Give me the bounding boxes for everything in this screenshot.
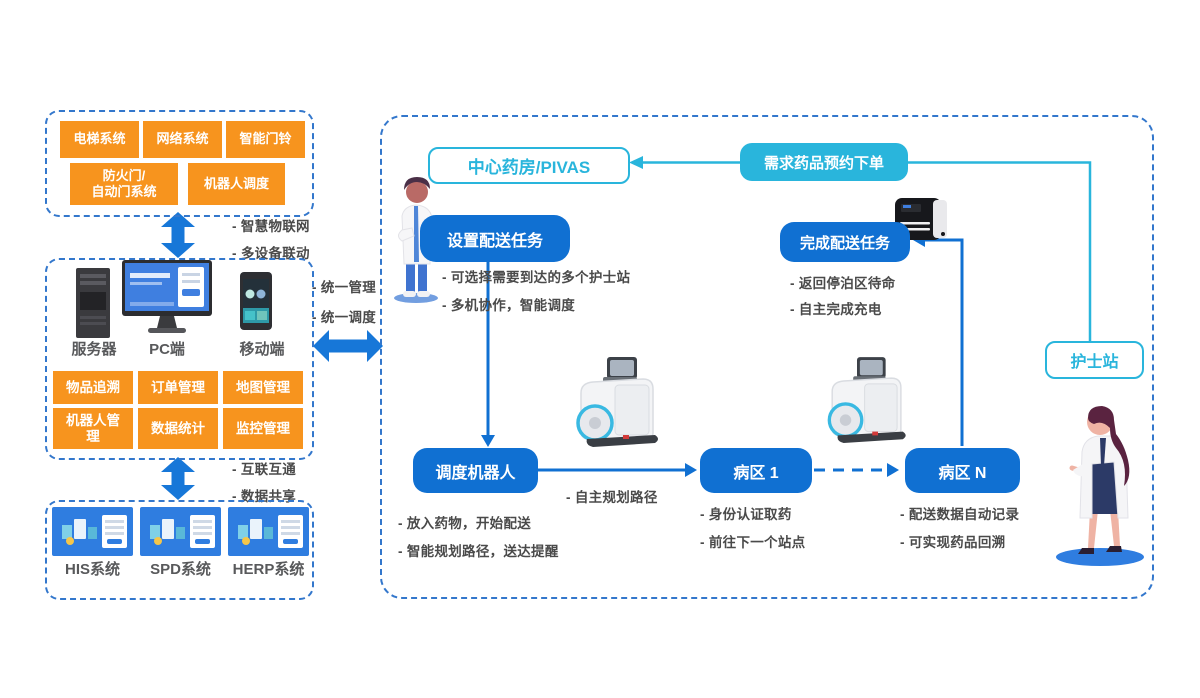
- set-task-note: - 多机协作，智能调度: [442, 298, 576, 313]
- spd-system-thumbnail: [140, 507, 221, 556]
- finish-task-button: 完成配送任务: [780, 222, 910, 262]
- platform-module-label: 物品追溯: [66, 379, 120, 395]
- iot-device-label: 机器人调度: [203, 175, 269, 191]
- pharmacy-label: 中心药房/PIVAS: [467, 158, 591, 177]
- iot-note: - 智慧物联网: [232, 219, 310, 234]
- iot-device-chip: 电梯系统: [60, 121, 139, 158]
- platform-module-label: 地图管理: [236, 379, 290, 395]
- ward-1-note: - 前往下一个站点: [700, 535, 806, 550]
- double-arrow-platform-flow: [313, 330, 383, 362]
- dispatch-note: - 智能规划路径，送达提醒: [398, 544, 559, 559]
- iot-device-chip: 防火门/ 自动门系统: [70, 163, 178, 205]
- hospital-systems-box: [45, 500, 314, 600]
- platform-module: 订单管理: [138, 371, 218, 404]
- platform-note: - 统一调度: [312, 310, 377, 325]
- platform-module: 数据统计: [138, 408, 218, 449]
- server-icon: [76, 268, 110, 338]
- nurse-station-label: 护士站: [1070, 354, 1119, 371]
- terminal-label: 服务器: [71, 341, 117, 358]
- platform-module-label: 监控管理: [236, 420, 290, 436]
- iot-device-chip: 网络系统: [143, 121, 222, 158]
- pc-monitor-icon: [122, 260, 212, 333]
- ward-n-label: 病区 N: [938, 464, 987, 482]
- ward-n-note: - 可实现药品回溯: [900, 535, 1006, 550]
- share-note: - 互联互通: [232, 462, 297, 477]
- double-arrow-iot-platform: [161, 212, 195, 258]
- platform-note: - 统一管理: [312, 280, 377, 295]
- double-arrow-platform-systems: [161, 457, 195, 500]
- finish-task-note: - 自主完成充电: [790, 302, 882, 317]
- set-task-button: 设置配送任务: [420, 215, 570, 262]
- platform-module: 物品追溯: [53, 371, 133, 404]
- ward-n-button: 病区 N: [905, 448, 1020, 493]
- iot-device-chip: 机器人调度: [188, 163, 285, 205]
- system-label: HERP系统: [232, 561, 305, 578]
- delivery-flow-box: [380, 115, 1154, 599]
- pharmacy-node: 中心药房/PIVAS: [428, 147, 630, 184]
- terminal-label: 移动端: [239, 341, 285, 358]
- platform-module: 地图管理: [223, 371, 303, 404]
- order-button: 需求药品预约下单: [740, 143, 908, 181]
- set-task-label: 设置配送任务: [446, 232, 543, 250]
- dispatch-robot-button: 调度机器人: [413, 448, 538, 493]
- iot-devices-box: [45, 110, 314, 217]
- his-system-thumbnail: [52, 507, 133, 556]
- dispatch-note: - 放入药物，开始配送: [398, 516, 532, 531]
- ward-1-button: 病区 1: [700, 448, 812, 493]
- platform-module-label: 机器人管理: [66, 412, 120, 444]
- delivery-robot-icon: [827, 357, 906, 444]
- iot-device-chip: 智能门铃: [226, 121, 305, 158]
- system-label: SPD系统: [150, 561, 211, 578]
- finish-task-label: 完成配送任务: [799, 234, 890, 252]
- platform-box: [45, 258, 314, 460]
- finish-task-note: - 返回停泊区待命: [790, 276, 896, 291]
- nurse-illustration: [1056, 406, 1144, 566]
- platform-module: 监控管理: [223, 408, 303, 449]
- iot-device-label: 电梯系统: [73, 131, 126, 147]
- delivery-robot-icon: [576, 357, 658, 447]
- ward-n-note: - 配送数据自动记录: [900, 507, 1020, 522]
- iot-note: - 多设备联动: [232, 246, 310, 261]
- ward-1-note: - 身份认证取药: [700, 507, 792, 522]
- nurse-station-node: 护士站: [1045, 341, 1144, 379]
- route-note: - 自主规划路径: [566, 490, 658, 505]
- herp-system-thumbnail: [228, 507, 309, 556]
- iot-device-label: 防火门/ 自动门系统: [91, 167, 157, 199]
- set-task-note: - 可选择需要到达的多个护士站: [442, 270, 631, 285]
- platform-module-label: 数据统计: [151, 420, 205, 436]
- tablet-icon: [240, 272, 272, 330]
- iot-device-label: 网络系统: [156, 131, 209, 147]
- order-button-label: 需求药品预约下单: [763, 154, 884, 172]
- iot-device-label: 智能门铃: [239, 131, 292, 147]
- dispatch-robot-label: 调度机器人: [435, 464, 516, 482]
- system-label: HIS系统: [64, 561, 120, 578]
- platform-module-label: 订单管理: [151, 379, 205, 395]
- platform-module: 机器人管理: [53, 408, 133, 449]
- terminal-label: PC端: [149, 341, 185, 358]
- ward-1-label: 病区 1: [733, 464, 779, 482]
